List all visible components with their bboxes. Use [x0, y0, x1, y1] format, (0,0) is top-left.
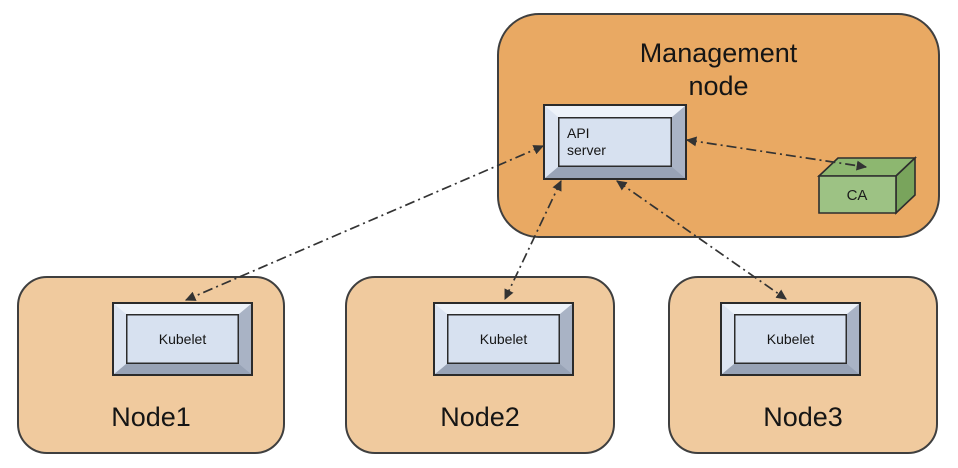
node2: Kubelet Node2 [345, 276, 615, 454]
node3: Kubelet Node3 [668, 276, 938, 454]
node3-label: Node3 [763, 402, 843, 432]
ca-front-face [818, 175, 897, 214]
node3-kubelet-box: Kubelet [722, 304, 859, 374]
api-server-box: API server [545, 106, 685, 178]
node1-label: Node1 [111, 402, 191, 432]
ca-box-shape: CA [816, 156, 918, 215]
node1-kubelet-box: Kubelet [114, 304, 251, 374]
ca-label: CA [847, 187, 868, 204]
ca-box: CA [816, 154, 920, 218]
node2-kubelet-label: Kubelet [479, 331, 528, 347]
node3-kubelet-label: Kubelet [766, 331, 815, 347]
node1-kubelet-label: Kubelet [158, 331, 207, 347]
node2-label: Node2 [440, 402, 520, 432]
api-server-label: API server [567, 125, 606, 158]
node2-kubelet-box: Kubelet [435, 304, 572, 374]
management-node-title: Management node [639, 38, 798, 101]
node1: Kubelet Node1 [17, 276, 285, 454]
